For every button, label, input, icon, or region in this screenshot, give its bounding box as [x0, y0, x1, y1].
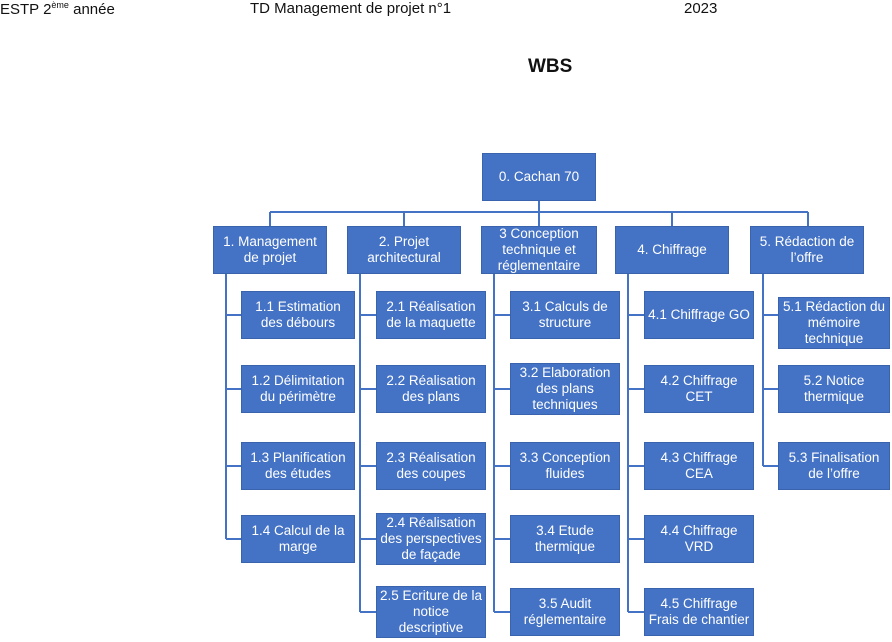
wbs-task-3-2: 3.2 Elaboration des plans techniques — [510, 363, 620, 415]
page-title: WBS — [528, 56, 573, 77]
wbs-task-1-4: 1.4 Calcul de la marge — [241, 515, 355, 563]
wbs-task-5-2: 5.2 Notice thermique — [778, 365, 890, 413]
wbs-task-2-2: 2.2 Réalisation des plans — [376, 365, 486, 413]
wbs-task-4-3: 4.3 Chiffrage CEA — [644, 442, 754, 490]
wbs-task-2-4: 2.4 Réalisation des perspectives de faça… — [376, 513, 486, 565]
wbs-task-3-3: 3.3 Conception fluides — [510, 442, 620, 490]
header-year: 2023 — [684, 0, 718, 17]
wbs-branch-4: 4. Chiffrage — [615, 226, 729, 274]
wbs-task-4-1: 4.1 Chiffrage GO — [644, 291, 754, 339]
wbs-task-1-1: 1.1 Estimation des débours — [241, 291, 355, 339]
wbs-task-4-4: 4.4 Chiffrage VRD — [644, 515, 754, 563]
wbs-task-1-2: 1.2 Délimitation du périmètre — [241, 365, 355, 413]
wbs-task-3-1: 3.1 Calculs de structure — [510, 291, 620, 339]
wbs-branch-3: 3 Conception technique et réglementaire — [481, 226, 597, 274]
wbs-branch-5: 5. Rédaction de l’offre — [750, 226, 864, 274]
wbs-task-4-5: 4.5 Chiffrage Frais de chantier — [644, 588, 754, 636]
wbs-task-4-2: 4.2 Chiffrage CET — [644, 365, 754, 413]
wbs-branch-1: 1. Management de projet — [213, 226, 327, 274]
wbs-task-2-5: 2.5 Ecriture de la notice descriptive — [376, 586, 486, 638]
header-course: TD Management de projet n°1 — [250, 0, 452, 17]
wbs-task-5-1: 5.1 Rédaction du mémoire technique — [778, 297, 890, 349]
wbs-task-1-3: 1.3 Planification des études — [241, 442, 355, 490]
wbs-task-2-3: 2.3 Réalisation des coupes — [376, 442, 486, 490]
wbs-root: 0. Cachan 70 — [482, 153, 596, 201]
wbs-task-3-5: 3.5 Audit réglementaire — [510, 588, 620, 636]
wbs-task-5-3: 5.3 Finalisation de l’offre — [778, 442, 890, 490]
wbs-task-2-1: 2.1 Réalisation de la maquette — [376, 291, 486, 339]
header-school: ESTP 2ème année — [0, 0, 115, 18]
wbs-task-3-4: 3.4 Etude thermique — [510, 515, 620, 563]
wbs-branch-2: 2. Projet architectural — [347, 226, 461, 274]
